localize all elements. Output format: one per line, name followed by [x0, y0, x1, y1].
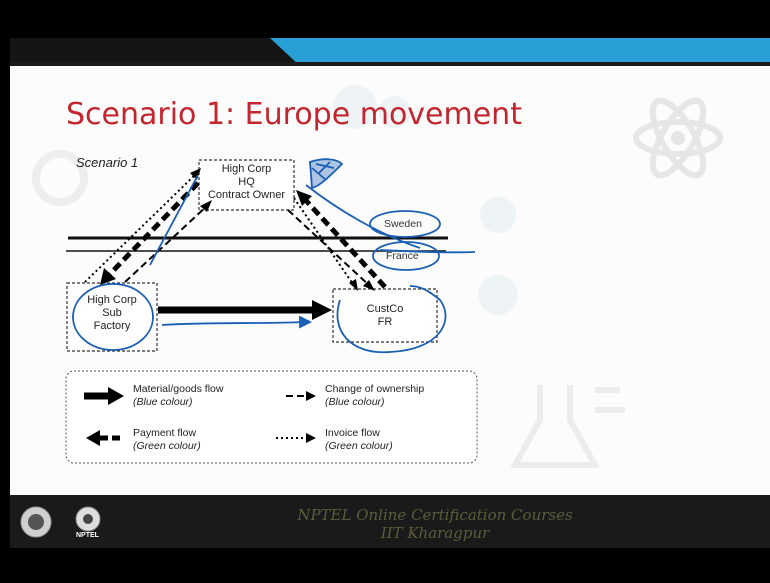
- slide-title: Scenario 1: Europe movement: [66, 97, 522, 132]
- nptel-logo-text: NPTEL: [76, 532, 99, 539]
- custco-line-2: FR: [377, 316, 393, 328]
- legend-ownership-sub: (Blue colour): [325, 396, 385, 408]
- legend-ownership: Change of ownership (Blue colour): [325, 383, 424, 409]
- legend-ownership-label: Change of ownership: [325, 383, 425, 395]
- payment-flow-arrow-sub: [106, 181, 200, 278]
- country-france: France: [386, 250, 419, 262]
- sweden-circle-annotation: [369, 210, 441, 238]
- ownership-flow-arrow: [124, 204, 209, 283]
- atom-watermark-icon: [633, 97, 723, 179]
- footer-band: [10, 495, 770, 548]
- nptel-logo-icon: [75, 506, 101, 532]
- custco-box-text: CustCo FR: [333, 303, 437, 329]
- legend-invoice: Invoice flow (Green colour): [325, 427, 393, 453]
- iit-logo-icon: [20, 506, 52, 538]
- legend-material: Material/goods flow (Blue colour): [133, 383, 223, 409]
- legend-box: [65, 370, 478, 464]
- legend-invoice-sub: (Green colour): [325, 440, 393, 452]
- hq-box-text: High Corp HQ Contract Owner: [199, 163, 294, 202]
- custco-box: [332, 288, 438, 343]
- footer-course-title: NPTEL Online Certification Courses IIT K…: [225, 506, 645, 542]
- legend-payment-sub: (Green colour): [133, 440, 201, 452]
- bubble-watermark-icon: [333, 85, 518, 315]
- legend-material-label: Material/goods flow: [133, 383, 224, 395]
- sub-circle-annotation: [72, 283, 154, 351]
- invoice-flow-arrow: [84, 171, 199, 283]
- scenario-label: Scenario 1: [76, 155, 139, 170]
- sub-line-2: Sub: [102, 307, 122, 319]
- legend-payment-label: Payment flow: [133, 427, 197, 439]
- hq-line-1: High Corp: [221, 163, 272, 175]
- sub-line-3: Factory: [93, 320, 131, 332]
- custco-circle-annotation: [336, 285, 447, 354]
- handwritten-annotations: [72, 158, 476, 354]
- legend-invoice-label: Invoice flow: [325, 427, 380, 439]
- custco-line-1: CustCo: [366, 303, 404, 315]
- france-circle-annotation: [372, 241, 440, 271]
- payment-flow-arrow-custco: [298, 192, 387, 289]
- hq-line-2: HQ: [238, 176, 255, 188]
- hq-line-3: Contract Owner: [207, 189, 286, 201]
- legend-material-sub: (Blue colour): [133, 396, 193, 408]
- flask-watermark-icon: [509, 385, 625, 468]
- legend-payment-icon: [86, 430, 100, 446]
- footer-line-1: NPTEL Online Certification Courses: [297, 506, 573, 524]
- legend-payment: Payment flow (Green colour): [133, 427, 201, 453]
- footer-line-2: IIT Kharagpur: [380, 524, 490, 542]
- gear-watermark-icon: [32, 150, 88, 206]
- header-blue-banner: [270, 38, 770, 66]
- hq-box: [198, 159, 295, 211]
- sub-line-1: High Corp: [87, 294, 137, 306]
- sub-box-text: High Corp Sub Factory: [67, 294, 157, 333]
- country-sweden: Sweden: [384, 218, 422, 230]
